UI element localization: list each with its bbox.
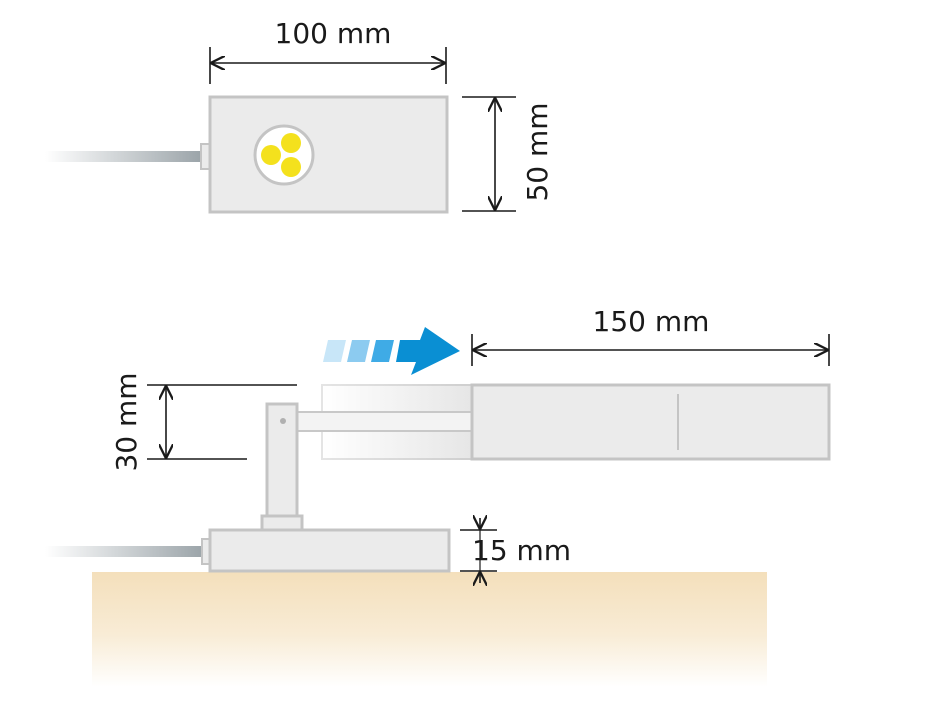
top-height-label: 50 mm xyxy=(521,102,554,201)
side-cable xyxy=(45,546,205,557)
mounting-surface xyxy=(92,572,767,687)
extension-arm xyxy=(281,411,475,432)
arrow-right-icon xyxy=(323,327,460,375)
top-width-label: 100 mm xyxy=(275,17,392,50)
top-width-dimension: 100 mm xyxy=(209,17,447,84)
extension-length-dimension: 150 mm xyxy=(471,305,830,366)
led-cluster-icon xyxy=(253,124,315,186)
base-height-dimension: 15 mm xyxy=(460,518,571,583)
side-view: 150 mm 30 mm 15 mm xyxy=(45,305,831,687)
extension-length-label: 150 mm xyxy=(593,305,710,338)
top-housing xyxy=(208,95,449,214)
top-cable xyxy=(45,151,203,162)
arm-height-label: 30 mm xyxy=(110,372,143,471)
top-height-dimension: 50 mm xyxy=(462,96,554,212)
top-view: 100 mm 50 mm xyxy=(45,17,554,214)
base-height-label: 15 mm xyxy=(472,534,571,567)
base-housing xyxy=(208,528,451,573)
extended-head xyxy=(470,383,831,461)
support-post xyxy=(260,402,304,533)
arm-height-dimension: 30 mm xyxy=(110,372,297,472)
